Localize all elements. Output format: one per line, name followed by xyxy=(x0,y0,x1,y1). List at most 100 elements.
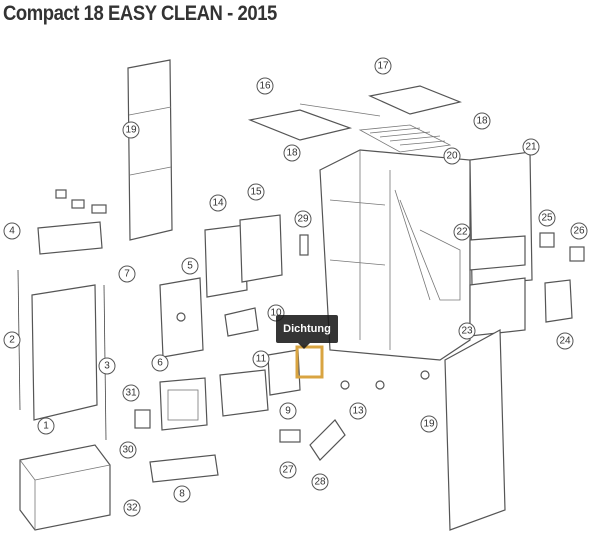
callout-31[interactable]: 31 xyxy=(122,384,140,402)
callout-16[interactable]: 16 xyxy=(256,77,274,95)
side-panel-left[interactable] xyxy=(127,59,173,241)
control-panel-4[interactable] xyxy=(37,221,103,255)
callout-27[interactable]: 27 xyxy=(279,461,297,479)
callout-number: 2 xyxy=(9,335,15,346)
callout-number: 6 xyxy=(157,358,163,369)
callout-25[interactable]: 25 xyxy=(538,209,556,227)
callout-18[interactable]: 18 xyxy=(473,112,491,130)
callout-9[interactable]: 9 xyxy=(279,402,297,420)
callout-19[interactable]: 19 xyxy=(420,415,438,433)
cover-9[interactable] xyxy=(219,369,269,417)
callout-number: 32 xyxy=(126,503,138,514)
callout-20[interactable]: 20 xyxy=(443,147,461,165)
pellet-box-32[interactable] xyxy=(19,444,111,531)
callout-number: 30 xyxy=(122,445,134,456)
stove-body[interactable] xyxy=(319,149,471,361)
callout-19[interactable]: 19 xyxy=(122,121,140,139)
part-22[interactable] xyxy=(469,235,526,271)
callout-number: 1 xyxy=(43,421,49,432)
callout-circle xyxy=(473,112,491,130)
grate-20[interactable] xyxy=(358,124,452,153)
part-24[interactable] xyxy=(544,279,573,323)
callout-circle xyxy=(374,57,392,75)
callout-6[interactable]: 6 xyxy=(151,354,169,372)
part-27[interactable] xyxy=(279,429,301,443)
frame-31[interactable] xyxy=(159,377,208,431)
callout-number: 31 xyxy=(125,388,137,399)
callout-number: 26 xyxy=(573,226,585,237)
callout-circle xyxy=(279,461,297,479)
callout-circle xyxy=(522,138,540,156)
callout-4[interactable]: 4 xyxy=(3,222,21,240)
callout-circle xyxy=(556,332,574,350)
callout-28[interactable]: 28 xyxy=(311,473,329,491)
callout-29[interactable]: 29 xyxy=(294,210,312,228)
part-25[interactable] xyxy=(539,232,555,248)
callout-circle xyxy=(173,485,191,503)
callout-21[interactable]: 21 xyxy=(522,138,540,156)
callout-22[interactable]: 22 xyxy=(453,223,471,241)
callout-number: 14 xyxy=(212,198,224,209)
part-26[interactable] xyxy=(569,246,585,262)
callout-17[interactable]: 17 xyxy=(374,57,392,75)
callout-circle xyxy=(119,441,137,459)
callout-circle xyxy=(252,350,270,368)
part-28[interactable] xyxy=(309,419,346,461)
callout-13[interactable]: 13 xyxy=(349,402,367,420)
callout-7[interactable]: 7 xyxy=(118,265,136,283)
door-1[interactable] xyxy=(31,284,98,421)
part-11[interactable] xyxy=(267,349,301,396)
callout-number: 5 xyxy=(187,261,193,272)
top-cover-16[interactable] xyxy=(247,109,353,141)
callout-5[interactable]: 5 xyxy=(181,257,199,275)
callout-number: 17 xyxy=(377,61,389,72)
side-panel-right[interactable] xyxy=(444,329,506,531)
callout-18[interactable]: 18 xyxy=(283,144,301,162)
callout-circle xyxy=(279,402,297,420)
callout-30[interactable]: 30 xyxy=(119,441,137,459)
callout-number: 19 xyxy=(423,419,435,430)
callout-circle xyxy=(3,331,21,349)
part-15[interactable] xyxy=(239,214,283,283)
part-23[interactable] xyxy=(469,277,526,337)
callout-1[interactable]: 1 xyxy=(37,417,55,435)
callout-number: 24 xyxy=(559,336,571,347)
callout-circle xyxy=(453,223,471,241)
callout-circle xyxy=(283,144,301,162)
callout-number: 11 xyxy=(256,354,267,365)
callout-number: 23 xyxy=(461,326,473,337)
parts-drawing xyxy=(17,59,585,531)
callout-26[interactable]: 26 xyxy=(570,222,588,240)
callout-circle xyxy=(123,499,141,517)
callout-circle xyxy=(118,265,136,283)
callout-32[interactable]: 32 xyxy=(123,499,141,517)
part-14[interactable] xyxy=(204,224,248,298)
top-cover-17[interactable] xyxy=(368,85,462,115)
callout-number: 22 xyxy=(456,227,468,238)
callout-number: 21 xyxy=(525,142,537,153)
callout-circle xyxy=(122,121,140,139)
part-10[interactable] xyxy=(224,307,259,337)
callout-number: 18 xyxy=(286,148,298,159)
gasket-dichtung[interactable] xyxy=(295,345,324,379)
callout-23[interactable]: 23 xyxy=(458,322,476,340)
part-tooltip: Dichtung xyxy=(276,315,338,349)
callout-14[interactable]: 14 xyxy=(209,194,227,212)
callout-circle xyxy=(420,415,438,433)
callout-8[interactable]: 8 xyxy=(173,485,191,503)
callout-24[interactable]: 24 xyxy=(556,332,574,350)
callout-3[interactable]: 3 xyxy=(98,357,116,375)
callout-circle xyxy=(256,77,274,95)
callout-11[interactable]: 11 xyxy=(252,350,270,368)
callout-circle xyxy=(98,357,116,375)
callout-15[interactable]: 15 xyxy=(247,183,265,201)
callout-number: 19 xyxy=(125,125,137,136)
part-29[interactable] xyxy=(299,234,309,256)
ash-tray-8[interactable] xyxy=(149,454,219,483)
callout-2[interactable]: 2 xyxy=(3,331,21,349)
part-30[interactable] xyxy=(134,409,151,429)
callout-circle xyxy=(443,147,461,165)
callout-number: 13 xyxy=(352,406,364,417)
